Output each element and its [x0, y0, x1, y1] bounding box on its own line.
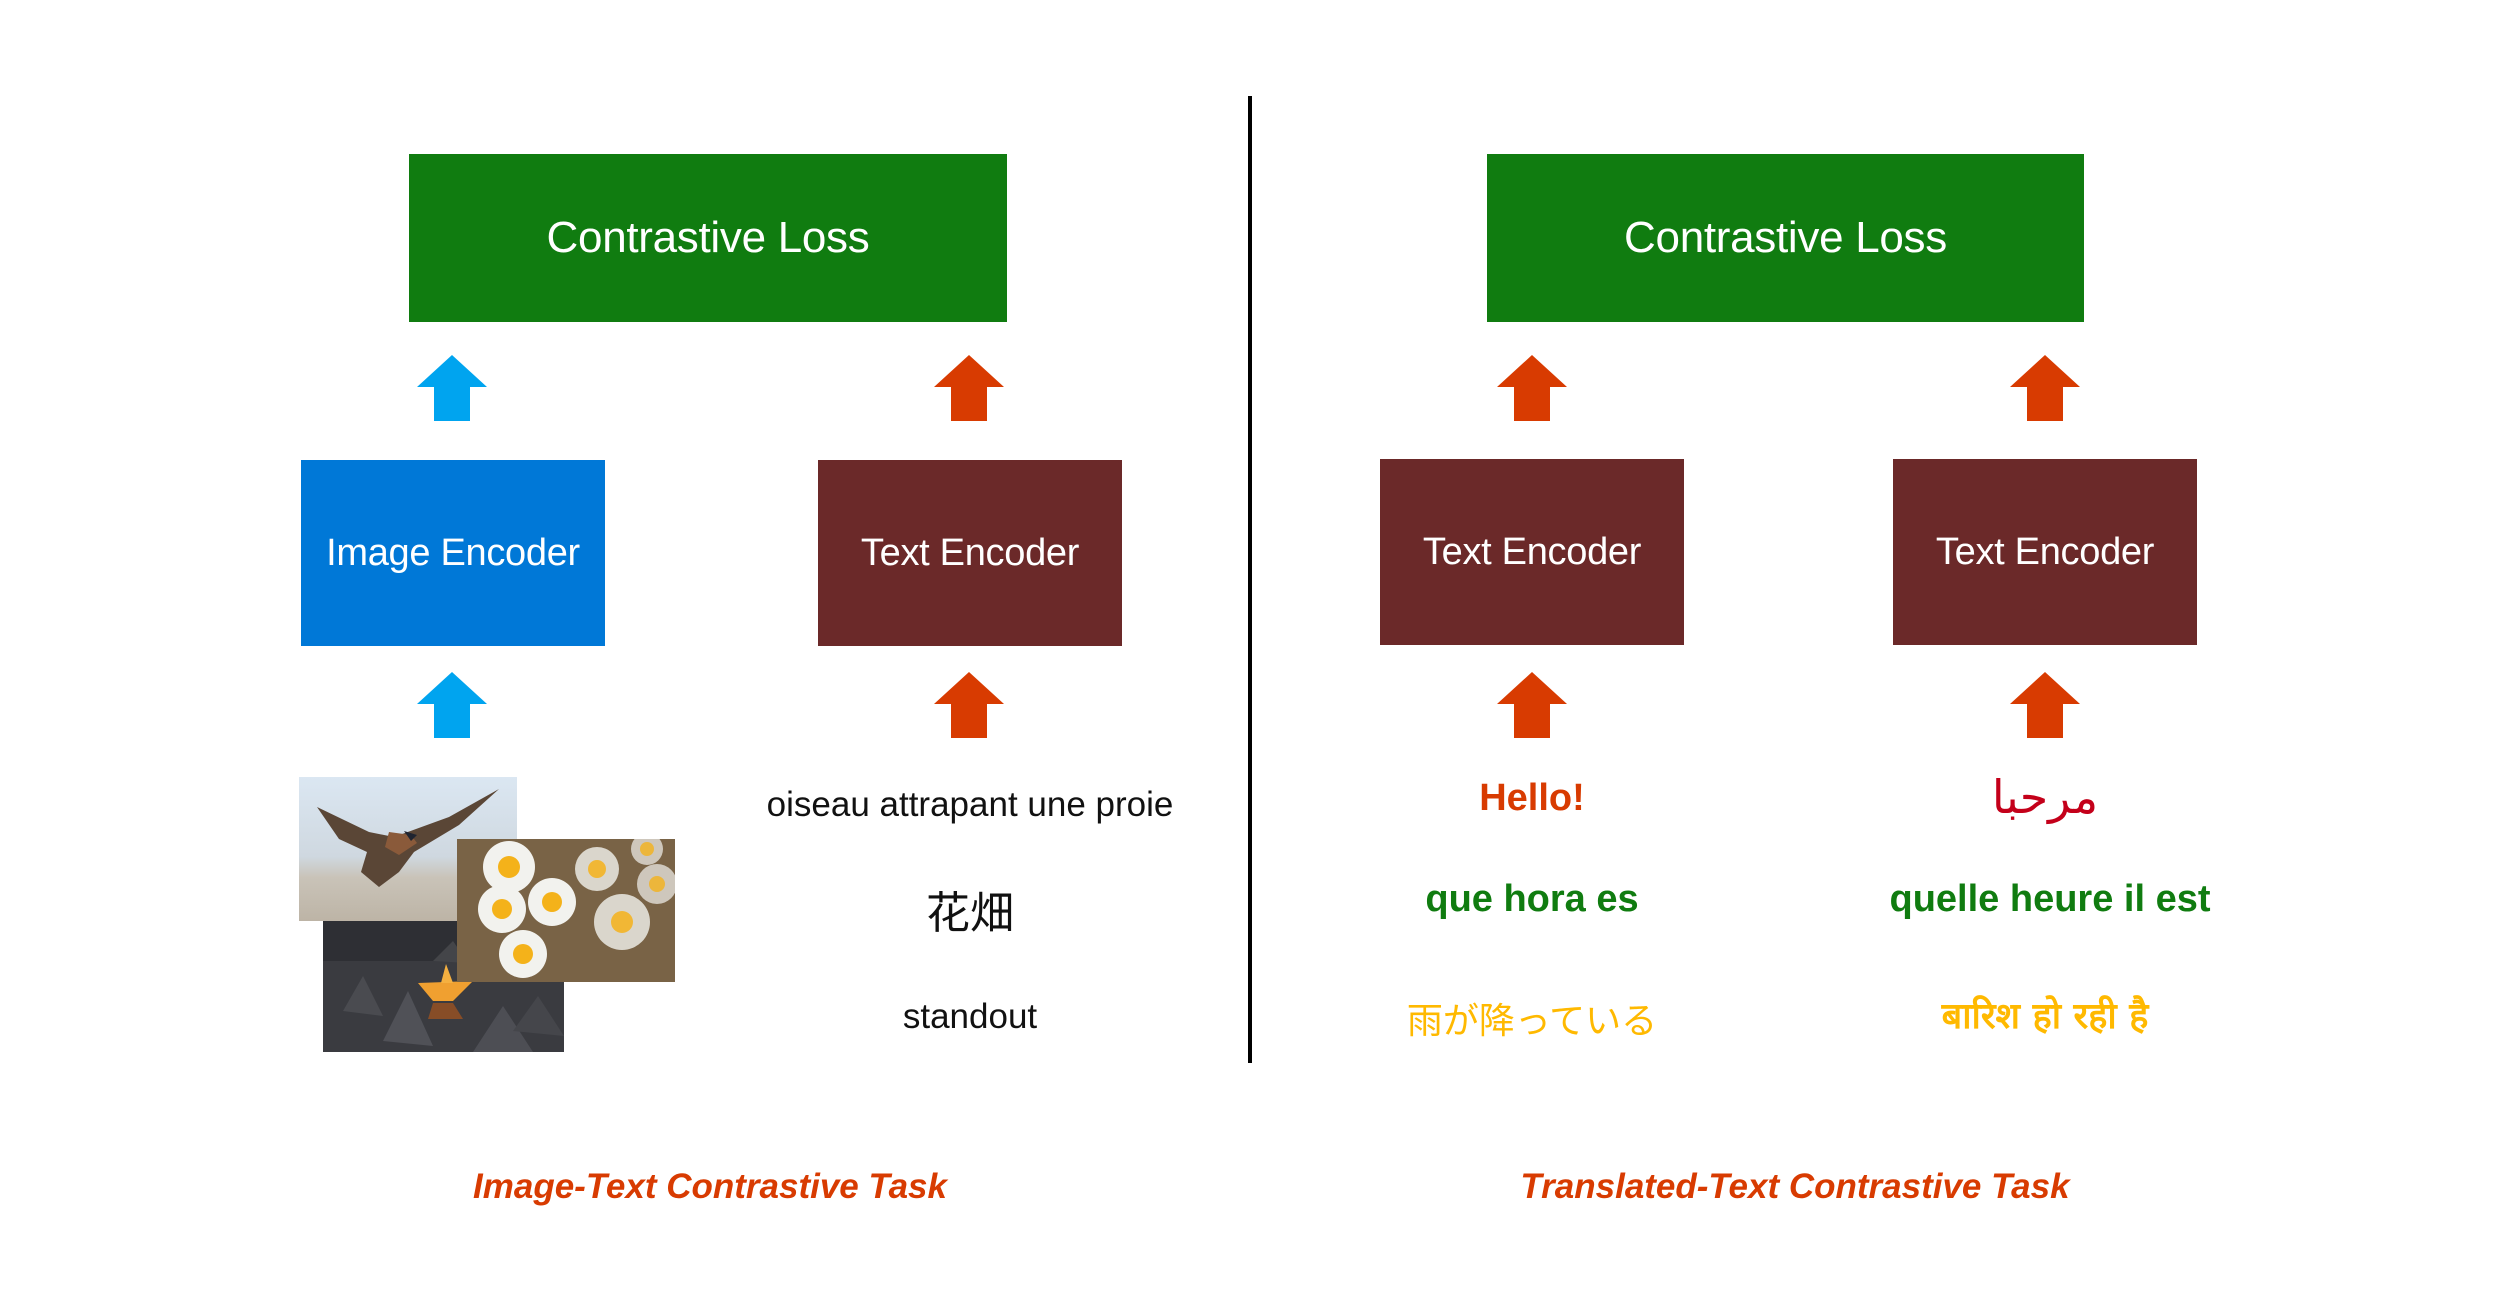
chinese-text-sample: 花畑	[926, 888, 1014, 939]
left-contrastive-loss-box: Contrastive Loss	[409, 154, 1007, 322]
english-text-sample: standout	[902, 997, 1038, 1036]
arrow-up-icon	[934, 355, 1004, 421]
spanish-text: que hora es	[1425, 878, 1639, 920]
arrow-up-icon	[934, 672, 1004, 738]
english-hello-text: Hello!	[1479, 777, 1585, 819]
right-text-encoder-2-box: Text Encoder	[1893, 459, 2197, 645]
japanese-text: 雨が降っている	[1406, 1001, 1658, 1042]
left-caption: Image-Text Contrastive Task	[473, 1167, 947, 1206]
arrow-up-icon	[2010, 672, 2080, 738]
daisy-flowers-photo	[457, 839, 675, 982]
french-text-sample: oiseau attrapant une proie	[766, 785, 1174, 824]
panel-divider	[1248, 96, 1252, 1063]
right-text-encoder-1-box: Text Encoder	[1380, 459, 1684, 645]
image-encoder-label: Image Encoder	[326, 531, 580, 574]
arrow-up-icon	[2010, 355, 2080, 421]
left-text-encoder-label: Text Encoder	[860, 531, 1080, 574]
right-text-encoder-2-label: Text Encoder	[1935, 530, 2155, 573]
hindi-text: बारिश हो रही है	[1941, 996, 2149, 1037]
arrow-up-icon	[417, 672, 487, 738]
left-text-encoder-box: Text Encoder	[818, 460, 1122, 646]
right-text-encoder-1-label: Text Encoder	[1422, 530, 1642, 573]
right-contrastive-loss-label: Contrastive Loss	[1624, 213, 1947, 262]
arrow-up-icon	[1497, 672, 1567, 738]
arabic-text: مرحبا	[1991, 770, 2099, 824]
right-contrastive-loss-box: Contrastive Loss	[1487, 154, 2084, 322]
left-contrastive-loss-label: Contrastive Loss	[546, 213, 870, 262]
french-question-text: quelle heure il est	[1889, 878, 2211, 920]
arrow-up-icon	[417, 355, 487, 421]
image-encoder-box: Image Encoder	[301, 460, 605, 646]
arrow-up-icon	[1497, 355, 1567, 421]
right-caption: Translated-Text Contrastive Task	[1520, 1167, 2070, 1206]
